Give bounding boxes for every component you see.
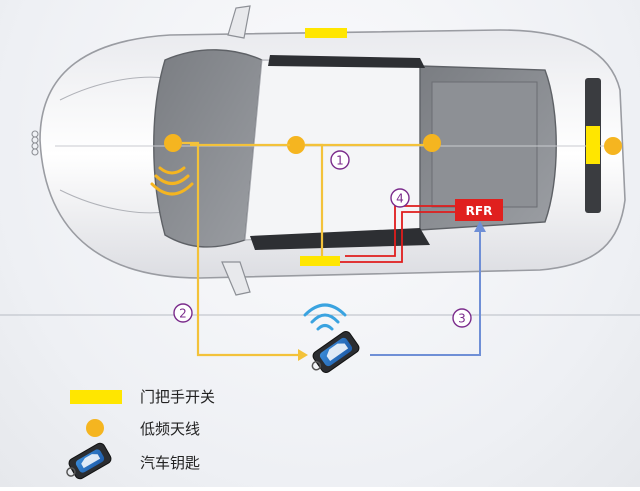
arrow-to-rfr (474, 221, 486, 232)
callout-3: 3 (452, 308, 472, 328)
lf-antenna-front (164, 134, 182, 152)
lf-antenna-mid (287, 136, 305, 154)
callout-4: 4 (390, 188, 410, 208)
legend-key-icon (66, 442, 112, 480)
svg-text:1: 1 (336, 154, 344, 168)
left-mirror (227, 5, 251, 39)
door-switch-bottom (300, 256, 340, 266)
callout-2: 2 (173, 303, 193, 323)
legend-label-door-switch: 门把手开关 (140, 388, 216, 406)
door-switch-rear (586, 126, 600, 164)
svg-text:4: 4 (396, 192, 404, 206)
rfr-module (455, 199, 503, 221)
windshield (153, 49, 263, 248)
svg-text:2: 2 (179, 307, 187, 321)
callout-1: 1 (330, 150, 350, 170)
brand-rings (31, 130, 39, 156)
legend-label-lf-antenna: 低频天线 (140, 420, 201, 438)
car-key-icon (311, 331, 360, 373)
svg-text:3: 3 (458, 312, 466, 326)
arrow-to-key (298, 349, 308, 361)
legend-label-car-key: 汽车钥匙 (140, 454, 201, 472)
lf-antenna-tail (604, 137, 622, 155)
lf-antenna-rear (423, 134, 441, 152)
wifi-icon (303, 303, 347, 331)
legend-antenna-swatch (86, 419, 104, 437)
lf-link-lines (182, 141, 424, 357)
signal-waves-icon (150, 166, 194, 196)
door-switch-top (305, 28, 347, 38)
legend-switch-swatch (70, 390, 122, 404)
right-mirror (221, 261, 251, 296)
red-link-lines (340, 205, 455, 263)
rf-link-line (370, 225, 481, 356)
car-top-view (31, 5, 626, 296)
rfr-label: RFR (466, 204, 493, 218)
